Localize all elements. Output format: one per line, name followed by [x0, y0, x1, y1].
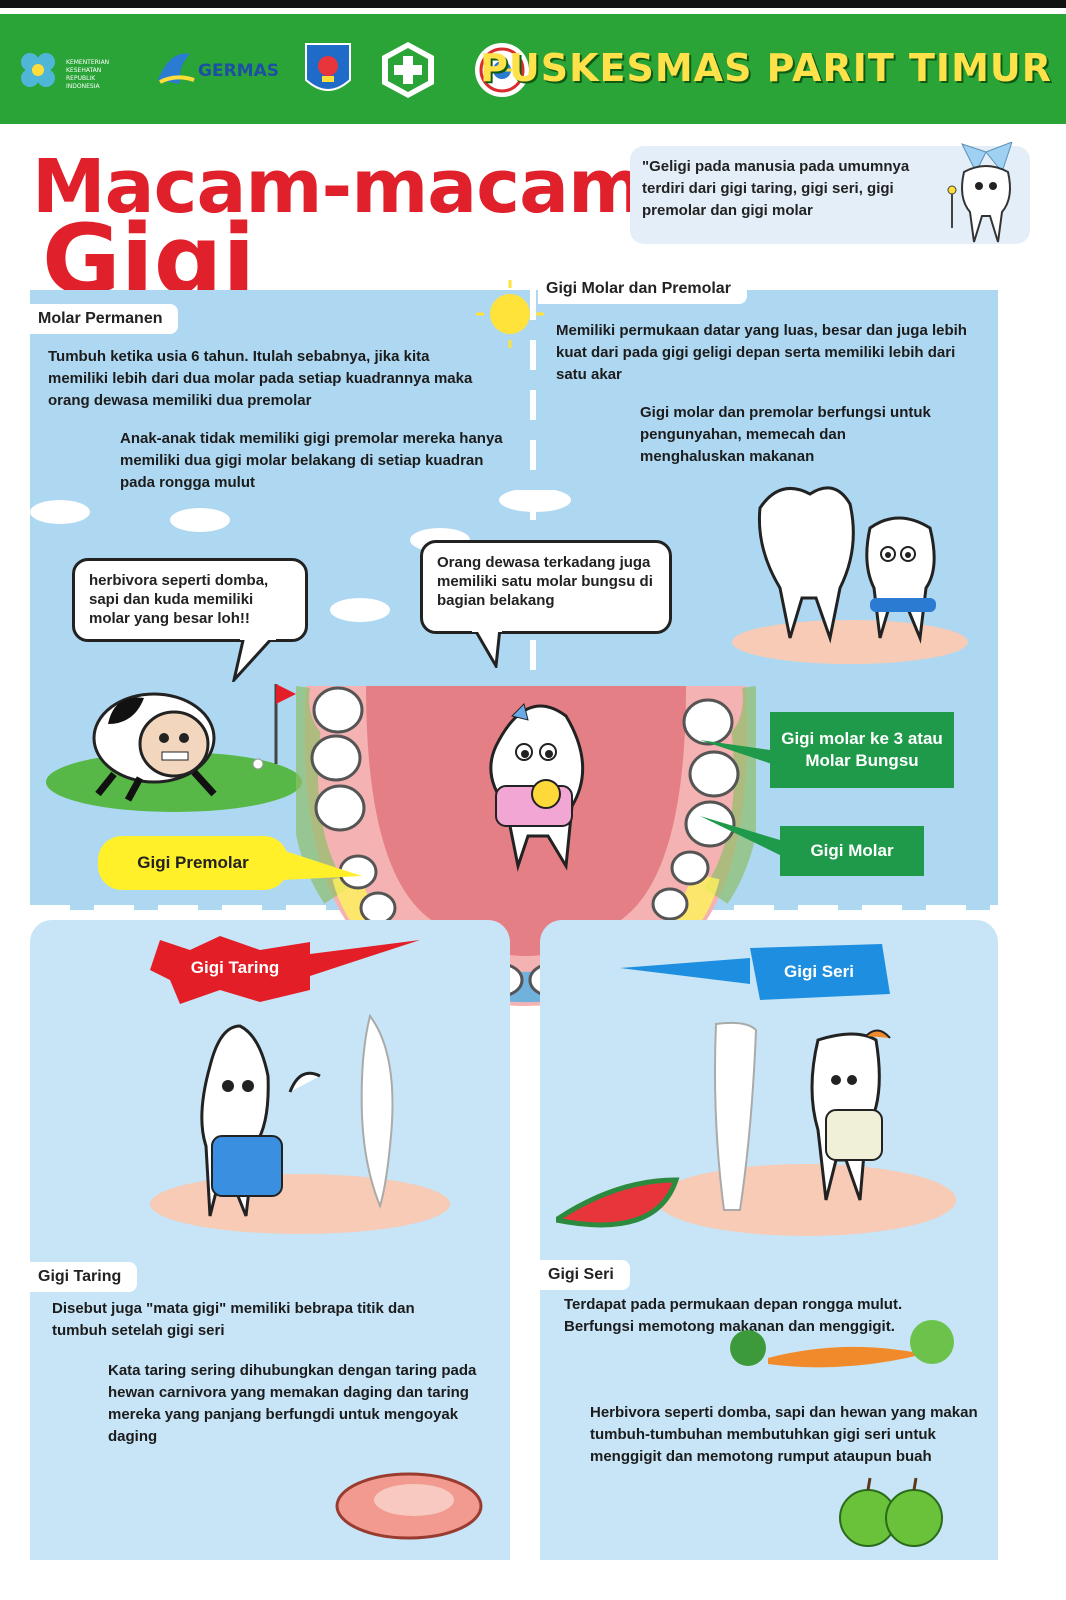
molar-permanen-para2: Anak-anak tidak memiliki gigi premolar m…: [120, 430, 503, 491]
kemenkes-logo: KEMENTERIAN KESEHATAN REPUBLIK INDONESIA: [21, 53, 126, 90]
gigi-seri-para1: Terdapat pada permukaan depan rongga mul…: [564, 1296, 903, 1335]
page-title-line1: Macam-macam: [32, 144, 645, 230]
label-molar-bungsu: Gigi molar ke 3 atau Molar Bungsu: [770, 712, 954, 788]
label-gigi-premolar: Gigi Premolar: [98, 836, 288, 890]
svg-text:INDONESIA: INDONESIA: [66, 83, 100, 90]
label-gigi-molar: Gigi Molar: [780, 826, 924, 876]
intro-quote-text: "Geligi pada manusia pada umumnya terdir…: [642, 158, 910, 219]
incisor-character-illustration: [556, 1021, 956, 1236]
gigi-seri-para2: Herbivora seperti domba, sapi dan hewan …: [590, 1404, 978, 1465]
meat-icon: [335, 1472, 483, 1540]
taring-panel: [30, 920, 510, 1560]
sheep-speech-bubble: herbivora seperti domba, sapi dan kuda m…: [72, 558, 308, 642]
seri-label-shape: [620, 944, 890, 1000]
service-seal-icon: [475, 43, 529, 97]
puskesmas-cross-icon: [382, 42, 434, 98]
intro-quote-box: "Geligi pada manusia pada umumnya terdir…: [630, 142, 1030, 244]
molar-permanen-para1: Tumbuh ketika usia 6 tahun. Itulah sebab…: [48, 348, 473, 409]
gigi-taring-para2: Kata taring sering dihubungkan dengan ta…: [108, 1362, 477, 1445]
molar-premolar-para1: Memiliki permukaan datar yang luas, besa…: [556, 322, 967, 383]
header-title: PUSKESMAS PARIT TIMUR: [480, 46, 1052, 90]
svg-text:KESEHATAN: KESEHATAN: [66, 67, 101, 74]
adult-bubble-tail: [472, 628, 502, 668]
molar-character-illustration: [732, 486, 968, 664]
tooth-fairy-icon: [947, 142, 1013, 243]
sheep-illustration: [46, 684, 302, 812]
germas-text: GERMAS: [198, 61, 279, 81]
gigi-seri-heading: Gigi Seri: [540, 1260, 630, 1290]
header-bar: KEMENTERIAN KESEHATAN REPUBLIK INDONESIA…: [0, 14, 1066, 124]
svg-text:REPUBLIK: REPUBLIK: [66, 75, 96, 82]
germas-logo: GERMAS: [158, 53, 279, 84]
label-gigi-taring: Gigi Taring: [190, 958, 280, 977]
molar-permanen-heading: Molar Permanen: [30, 304, 179, 334]
vegetables-icon: [730, 1320, 954, 1368]
sheep-bubble-tail: [232, 636, 277, 682]
regency-emblem-icon: [305, 43, 351, 91]
kemenkes-text: KEMENTERIAN: [66, 59, 109, 66]
canine-character-illustration: [150, 1013, 450, 1234]
top-border: [0, 0, 1066, 8]
molar-label-pointers: [700, 740, 790, 860]
seri-panel: [540, 920, 998, 1560]
premolar-label-pointer: [282, 850, 362, 880]
green-apples-icon: [839, 1477, 943, 1547]
molar-premolar-heading: Gigi Molar dan Premolar: [538, 274, 747, 304]
gigi-taring-para1: Disebut juga "mata gigi" memiliki bebrap…: [52, 1300, 415, 1339]
sun-icon: [476, 280, 544, 348]
gigi-taring-heading: Gigi Taring: [30, 1262, 138, 1292]
label-gigi-seri: Gigi Seri: [784, 962, 854, 981]
adult-molar-speech-bubble: Orang dewasa terkadang juga memiliki sat…: [420, 540, 672, 634]
molar-premolar-para2: Gigi molar dan premolar berfungsi untuk …: [640, 404, 931, 465]
taring-label-shape: [150, 936, 420, 1004]
